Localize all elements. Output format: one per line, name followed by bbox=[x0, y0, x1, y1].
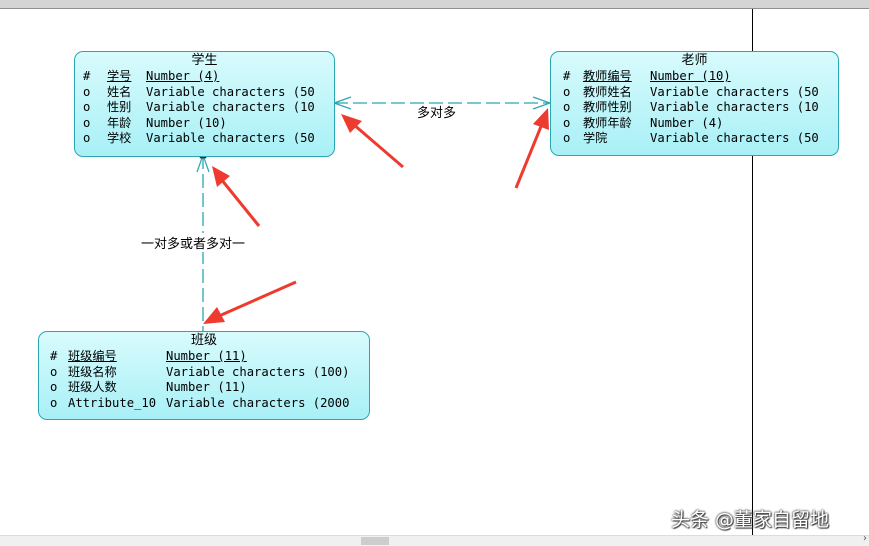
attribute-marker: o bbox=[83, 84, 91, 99]
attribute-name: 学号 bbox=[107, 69, 132, 83]
attribute-type: Variable characters (50 bbox=[146, 131, 315, 145]
attribute-row[interactable]: o Attribute_10 Variable characters (2000 bbox=[39, 396, 369, 412]
attribute-type: Number (10) bbox=[146, 115, 227, 130]
attribute-marker: o bbox=[50, 380, 58, 394]
attribute-row[interactable]: o 学校 Variable characters (50 bbox=[75, 131, 334, 147]
attribute-name: 班级人数 bbox=[68, 380, 117, 394]
attribute-row[interactable]: o 年龄 Number (10) bbox=[75, 116, 334, 132]
entity-title: 班级 bbox=[190, 333, 217, 348]
attribute-type: Variable characters (10 bbox=[650, 100, 819, 114]
scrollbar-thumb[interactable] bbox=[361, 537, 389, 545]
attribute-marker: o bbox=[83, 131, 91, 145]
attribute-list: # 教师编号 Number (10) o 教师姓名 Variable characters… bbox=[551, 69, 838, 147]
attribute-marker: o bbox=[563, 131, 571, 145]
attribute-row[interactable]: o 教师年龄 Number (4) bbox=[551, 116, 838, 132]
attribute-marker: o bbox=[50, 364, 58, 379]
relationship-label-many-to-many: 多对多 bbox=[417, 106, 457, 121]
primary-key-marker: # bbox=[50, 349, 58, 363]
attribute-row[interactable]: o 教师姓名 Variable characters (50 bbox=[551, 85, 838, 101]
attribute-name: 教师性别 bbox=[583, 100, 632, 114]
watermark: 头条 @董家自留地 bbox=[671, 509, 830, 531]
entity-title: 老师 bbox=[681, 53, 708, 68]
attribute-type: Number (4) bbox=[650, 115, 724, 130]
attribute-name: 教师年龄 bbox=[583, 115, 632, 130]
attribute-row[interactable]: o 学院 Variable characters (50 bbox=[551, 131, 838, 147]
entity-student[interactable]: 学生 # 学号 Number (4) o 姓名 Variable characters (… bbox=[74, 51, 335, 157]
attribute-name: 班级编号 bbox=[68, 349, 117, 363]
horizontal-scrollbar[interactable]: › bbox=[0, 533, 869, 546]
attribute-row[interactable]: o 姓名 Variable characters (50 bbox=[75, 85, 334, 101]
attribute-name: 学校 bbox=[107, 131, 132, 145]
relationship-label-one-to-many: 一对多或者多对一 bbox=[141, 233, 246, 252]
attribute-marker: o bbox=[563, 84, 571, 99]
annotation-arrow-1 bbox=[341, 114, 404, 169]
annotation-arrow-2 bbox=[514, 108, 549, 189]
entity-title: 学生 bbox=[191, 53, 218, 68]
attribute-marker: o bbox=[83, 115, 91, 130]
attribute-name: 学院 bbox=[583, 131, 608, 145]
primary-key-marker: # bbox=[83, 69, 91, 83]
attribute-row[interactable]: o 性别 Variable characters (10 bbox=[75, 100, 334, 116]
scroll-right-icon[interactable]: › bbox=[863, 533, 867, 544]
attribute-marker: o bbox=[563, 100, 571, 114]
attribute-type: Variable characters (10 bbox=[146, 100, 315, 114]
attribute-marker: o bbox=[83, 100, 91, 114]
attribute-type: Variable characters (50 bbox=[650, 84, 819, 99]
annotation-arrow-3 bbox=[212, 166, 261, 227]
attribute-type: Number (11) bbox=[166, 349, 247, 363]
attribute-type: Number (10) bbox=[650, 69, 731, 83]
annotation-arrow-4 bbox=[203, 280, 297, 324]
attribute-type: Number (4) bbox=[146, 69, 220, 83]
attribute-row[interactable]: o 教师性别 Variable characters (10 bbox=[551, 100, 838, 116]
entity-teacher[interactable]: 老师 # 教师编号 Number (10) o 教师姓名 Variable charact… bbox=[550, 51, 839, 156]
attribute-type: Variable characters (50 bbox=[650, 131, 819, 145]
attribute-type: Variable characters (100) bbox=[166, 364, 350, 379]
attribute-type: Variable characters (2000 bbox=[166, 395, 350, 410]
attribute-name: 班级名称 bbox=[68, 364, 117, 379]
attribute-row[interactable]: o 班级名称 Variable characters (100) bbox=[39, 365, 369, 381]
attribute-name: 姓名 bbox=[107, 84, 132, 99]
attribute-type: Number (11) bbox=[166, 380, 247, 394]
attribute-name: 性别 bbox=[107, 100, 132, 114]
attribute-row[interactable]: # 教师编号 Number (10) bbox=[551, 69, 838, 85]
attribute-marker: o bbox=[563, 115, 571, 130]
attribute-type: Variable characters (50 bbox=[146, 84, 315, 99]
attribute-row[interactable]: # 学号 Number (4) bbox=[75, 69, 334, 85]
page-boundary-line bbox=[752, 9, 753, 535]
entity-class[interactable]: 班级 # 班级编号 Number (11) o 班级名称 Variable charact… bbox=[38, 331, 370, 420]
attribute-name: 年龄 bbox=[107, 115, 132, 130]
attribute-name: 教师编号 bbox=[583, 69, 632, 83]
attribute-row[interactable]: # 班级编号 Number (11) bbox=[39, 349, 369, 365]
attribute-list: # 班级编号 Number (11) o 班级名称 Variable characters… bbox=[39, 349, 369, 411]
primary-key-marker: # bbox=[563, 69, 571, 83]
attribute-name: Attribute_10 bbox=[68, 395, 157, 410]
attribute-row[interactable]: o 班级人数 Number (11) bbox=[39, 380, 369, 396]
attribute-name: 教师姓名 bbox=[583, 84, 632, 99]
attribute-marker: o bbox=[50, 395, 58, 410]
toolbar-strip bbox=[0, 0, 869, 9]
